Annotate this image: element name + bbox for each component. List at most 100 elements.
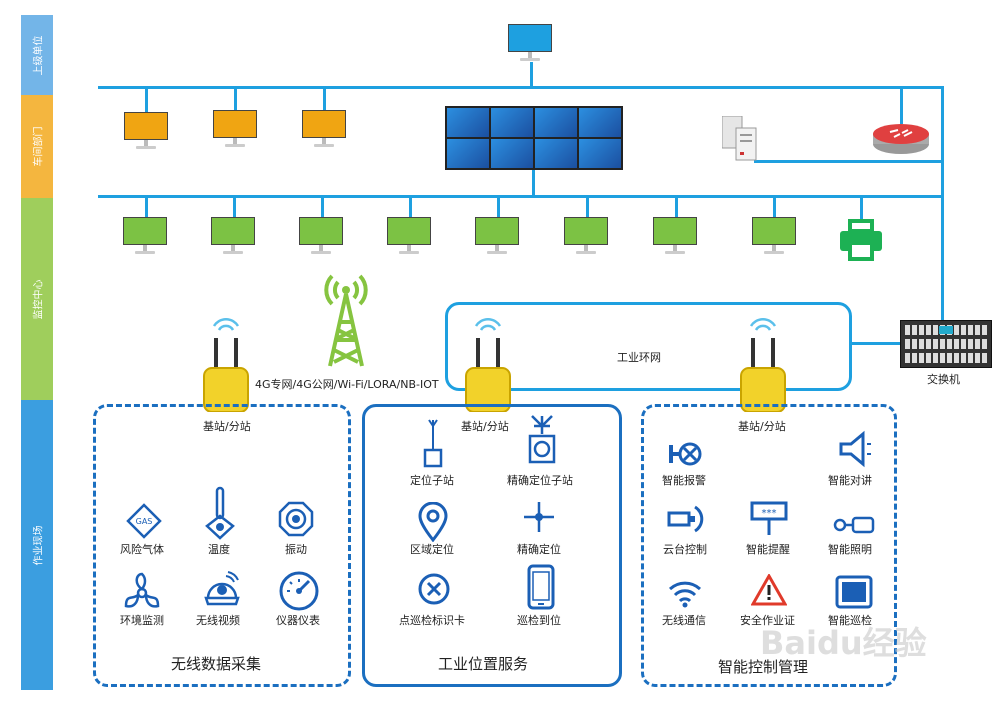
- monitor-center-screen: [653, 217, 697, 255]
- item-label: 仪器仪表: [276, 614, 320, 627]
- locator-substation-icon: [420, 416, 446, 468]
- router-icon: [872, 122, 930, 156]
- gauge-icon: [278, 570, 320, 612]
- item-label: 智能对讲: [828, 474, 872, 487]
- section-smart-control: [641, 404, 897, 687]
- drop-m1: [145, 197, 148, 217]
- item-label: 云台控制: [663, 543, 707, 556]
- light-icon: [833, 514, 877, 536]
- bus-top: [98, 86, 944, 89]
- item-label: 无线视频: [196, 614, 240, 627]
- item-label: 安全作业证: [740, 614, 795, 627]
- fan-icon: [122, 572, 162, 612]
- crosshair-icon: [522, 500, 556, 534]
- monitor-center-screen: [123, 217, 167, 255]
- base-station-icon: [464, 314, 512, 413]
- item-label: 环境监测: [120, 614, 164, 627]
- drop-router: [900, 88, 903, 124]
- band-monitor: 监控中心: [21, 198, 53, 400]
- item-label: 温度: [208, 543, 230, 556]
- section-data-collection: [93, 404, 351, 687]
- bus-superior-drop: [530, 62, 533, 88]
- base-station-label: 基站/分站: [461, 420, 509, 433]
- drop-m6: [586, 197, 589, 217]
- svg-text:GAS: GAS: [136, 517, 153, 526]
- signboard-icon: ***: [750, 501, 788, 537]
- phone-icon: [527, 564, 555, 610]
- section-location-service: [362, 404, 622, 687]
- warning-icon: [750, 572, 788, 606]
- band-field: 作业现场: [21, 400, 53, 690]
- item-label: 无线通信: [662, 614, 706, 627]
- drop-m3: [321, 197, 324, 217]
- item-label: 精确定位: [517, 543, 561, 556]
- bus-mid: [98, 195, 944, 198]
- drop-m4: [409, 197, 412, 217]
- workshop-monitor: [213, 110, 257, 148]
- drop-w3: [323, 88, 326, 112]
- gas-icon: GAS: [126, 503, 162, 539]
- monitor-center-screen: [475, 217, 519, 255]
- wireless-tower-icon: [318, 270, 374, 368]
- drop-printer: [860, 197, 863, 219]
- base-station-icon: [739, 314, 787, 413]
- ptz-camera-icon: [667, 503, 707, 535]
- base-station-label: 基站/分站: [203, 420, 251, 433]
- server-icon: [721, 115, 758, 162]
- watermark: Baidu经验: [760, 624, 927, 662]
- item-label: 巡检到位: [517, 614, 561, 627]
- ring-to-switch: [852, 342, 900, 345]
- section-title: 工业位置服务: [438, 655, 529, 673]
- item-label: 智能照明: [828, 543, 872, 556]
- tablet-icon: [835, 575, 873, 609]
- precise-substation-icon: [524, 412, 560, 468]
- bus-video-wall-drop: [532, 170, 535, 197]
- speaker-icon: [839, 430, 873, 468]
- switch-icon: [900, 320, 992, 368]
- bus-server-link: [754, 160, 943, 163]
- monitor-center-screen: [211, 217, 255, 255]
- drop-m2: [233, 197, 236, 217]
- ring-label: 工业环网: [617, 351, 661, 364]
- x-circle-icon: [418, 573, 450, 605]
- base-station-icon: [202, 314, 250, 413]
- drop-m8: [773, 197, 776, 217]
- band-workshop: 车间部门: [21, 95, 53, 198]
- drop-w2: [234, 88, 237, 112]
- printer-icon: [838, 219, 884, 263]
- item-label: 点巡检标识卡: [399, 614, 465, 627]
- item-label: 振动: [285, 543, 307, 556]
- camera-icon: [202, 570, 242, 610]
- alarm-valve-icon: [667, 439, 703, 469]
- drop-m5: [497, 197, 500, 217]
- superior-monitor: [508, 24, 552, 62]
- thermometer-icon: [203, 486, 237, 540]
- video-wall: [445, 106, 623, 170]
- item-label: 智能巡检: [828, 614, 872, 627]
- switch-label: 交换机: [927, 373, 960, 386]
- section-title: 无线数据采集: [171, 655, 262, 673]
- item-label: 精确定位子站: [507, 474, 573, 487]
- section-title: 智能控制管理: [718, 658, 809, 676]
- monitor-center-screen: [564, 217, 608, 255]
- bus-right-vertical: [941, 86, 944, 320]
- item-label: 定位子站: [410, 474, 454, 487]
- map-pin-icon: [418, 501, 448, 543]
- item-label: 风险气体: [120, 543, 164, 556]
- industrial-ring: [445, 302, 852, 391]
- base-station-label: 基站/分站: [738, 420, 786, 433]
- workshop-monitor: [302, 110, 346, 148]
- band-superior: 上级单位: [21, 15, 53, 95]
- item-label: 智能报警: [662, 474, 706, 487]
- item-label: 区域定位: [410, 543, 454, 556]
- item-label: 智能提醒: [746, 543, 790, 556]
- drop-w1: [145, 88, 148, 112]
- drop-m7: [675, 197, 678, 217]
- wireless-tech-label: 4G专网/4G公网/Wi-Fi/LORA/NB-IOT: [255, 378, 439, 391]
- workshop-monitor: [124, 112, 168, 150]
- monitor-center-screen: [387, 217, 431, 255]
- vibration-icon: [278, 501, 314, 537]
- monitor-center-screen: [299, 217, 343, 255]
- wifi-icon: [667, 578, 703, 608]
- monitor-center-screen: [752, 217, 796, 255]
